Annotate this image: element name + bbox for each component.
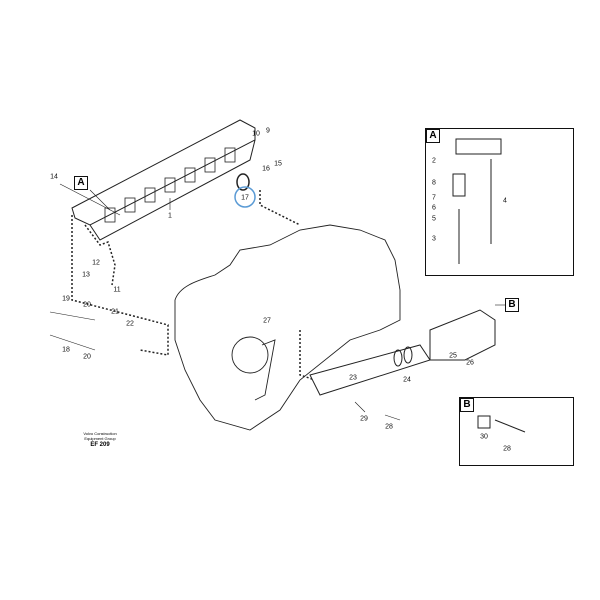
detail-a-title: A	[426, 129, 440, 143]
callout-7: 7	[432, 194, 436, 202]
callout-11: 11	[113, 286, 121, 294]
callout-25: 25	[449, 352, 457, 360]
callout-2: 2	[432, 157, 436, 165]
callout-19: 19	[62, 295, 70, 303]
callout-26: 26	[466, 359, 474, 367]
callout-27: 27	[263, 317, 271, 325]
callout-20: 20	[83, 301, 91, 309]
footer-caption: Volvo Construction Equipment Group EF 20…	[75, 431, 125, 448]
callout-16: 16	[262, 165, 270, 173]
callout-15: 15	[274, 160, 282, 168]
callout-17: 17	[241, 194, 249, 202]
exhaust-manifold-heat-shield	[71, 119, 256, 241]
dashed-leaders	[71, 190, 316, 381]
callout-12: 12	[92, 259, 100, 267]
callout-23: 23	[349, 374, 357, 382]
callout-6: 6	[432, 204, 436, 212]
callout-28: 28	[385, 423, 393, 431]
gasket-ring	[236, 173, 250, 191]
detail-b-title: B	[460, 398, 474, 412]
highlight-circle	[234, 186, 256, 208]
callout-24: 24	[403, 376, 411, 384]
callout-22: 22	[126, 320, 134, 328]
engine-block	[174, 224, 401, 431]
exhaust-manifold	[309, 309, 496, 396]
callout-10: 10	[252, 130, 260, 138]
callout-13: 13	[82, 271, 90, 279]
callout-14: 14	[50, 173, 58, 181]
callout-9: 9	[266, 127, 270, 135]
callout-30: 30	[480, 433, 488, 441]
footer-line1: Volvo Construction	[83, 431, 117, 436]
callout-1: 1	[168, 212, 172, 220]
callout-28b: 28	[503, 445, 511, 453]
callout-5: 5	[432, 215, 436, 223]
callout-8: 8	[432, 179, 436, 187]
leader-lines	[49, 183, 505, 421]
detail-a-inset: A	[425, 128, 574, 276]
callout-21: 21	[111, 308, 119, 316]
detail-b-marker: B	[505, 298, 519, 312]
detail-a-marker: A	[74, 176, 88, 190]
callout-3: 3	[432, 235, 436, 243]
callout-20b: 20	[83, 353, 91, 361]
footer-code: EF 209	[90, 442, 110, 448]
callout-18: 18	[62, 346, 70, 354]
callout-4: 4	[503, 197, 507, 205]
footer-line2: Equipment Group	[84, 436, 116, 441]
callout-29: 29	[360, 415, 368, 423]
detail-b-inset: B	[459, 397, 574, 466]
